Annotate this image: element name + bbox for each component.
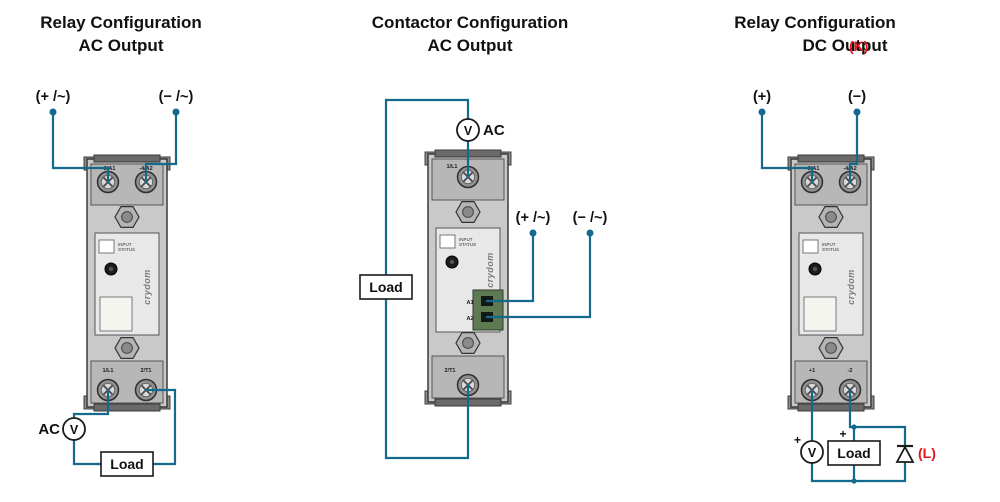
positive-input-label: (+) bbox=[753, 89, 771, 105]
wire-terminal-dot bbox=[853, 108, 861, 116]
wire-terminal-dot bbox=[758, 108, 766, 116]
negative-input-label: (−) bbox=[848, 89, 866, 105]
wire-terminal-dot bbox=[172, 108, 180, 116]
diagram-title-line2: AC Output bbox=[428, 36, 513, 55]
load-label: Load bbox=[837, 445, 870, 461]
voltage-source-circle bbox=[800, 440, 824, 464]
ac-source-label: AC bbox=[483, 122, 505, 139]
diagram-title-line1: Contactor Configuration bbox=[372, 13, 568, 32]
terminal-label-2t1: 2/T1 bbox=[444, 368, 455, 374]
freewheeling-diode-icon bbox=[895, 445, 915, 463]
control-input-wires bbox=[485, 231, 592, 319]
terminal-label-plus1: +1 bbox=[809, 368, 815, 374]
wire-junction-dot bbox=[851, 478, 857, 484]
wire-terminal-dot bbox=[586, 229, 594, 237]
voltage-source-letter: V bbox=[464, 124, 473, 138]
diagram-title-line1: Relay Configuration bbox=[40, 13, 202, 32]
positive-input-label: (+ /~) bbox=[516, 210, 551, 226]
connector-label-a1: A1 bbox=[466, 300, 473, 306]
positive-input-label: (+ /~) bbox=[36, 89, 71, 105]
load-box bbox=[100, 451, 154, 477]
voltage-source-circle bbox=[62, 417, 86, 441]
wire-terminal-dot bbox=[49, 108, 57, 116]
load-label: Load bbox=[110, 456, 143, 472]
load-loop-wires bbox=[384, 98, 470, 460]
voltage-source-letter: V bbox=[808, 446, 817, 460]
load-box bbox=[359, 274, 413, 300]
diode-note: (L) bbox=[918, 445, 936, 461]
terminal-label-minus2: -2 bbox=[848, 368, 853, 374]
load-circuit-wires bbox=[72, 388, 177, 466]
voltage-source-letter: V bbox=[70, 423, 79, 437]
diagram-title-line1: Relay Configuration bbox=[734, 13, 896, 32]
terminal-label-2t1: 2/T1 bbox=[140, 368, 151, 374]
ac-source-label: AC bbox=[38, 421, 60, 438]
voltage-source-circle bbox=[456, 118, 480, 142]
wire-terminal-dot bbox=[529, 229, 537, 237]
negative-input-label: (− /~) bbox=[573, 210, 608, 226]
load-label: Load bbox=[369, 279, 402, 295]
diagram-title-line2: AC Output bbox=[79, 36, 164, 55]
contactor-module-graphic bbox=[425, 150, 511, 406]
control-input-wires bbox=[51, 110, 178, 184]
relay-module-graphic bbox=[84, 155, 170, 411]
diagram-contactor-ac-output: Contactor Configuration AC Output 1/L1 2… bbox=[359, 13, 608, 460]
load-circuit-wires bbox=[810, 388, 907, 483]
diagram-relay-dc-output: Relay Configuration DC Output (K) +3/A1 … bbox=[734, 13, 936, 484]
negative-input-label: (− /~) bbox=[159, 89, 194, 105]
wire-junction-dot bbox=[851, 424, 857, 430]
load-box bbox=[827, 440, 881, 466]
diagram-relay-ac-output: Relay Configuration AC Output +3/A1 -4/A… bbox=[36, 13, 202, 477]
terminal-label-1l1: 1/L1 bbox=[446, 164, 457, 170]
connector-label-a2: A2 bbox=[466, 316, 473, 322]
dc-output-note: (K) bbox=[849, 38, 868, 54]
terminal-label-1l1: 1/L1 bbox=[102, 368, 113, 374]
diagram-title-line2: DC Output bbox=[803, 36, 888, 55]
plus-sign-voltage: + bbox=[794, 433, 801, 447]
relay-module-graphic bbox=[788, 155, 874, 411]
plus-sign-load: + bbox=[839, 427, 846, 441]
control-input-wires bbox=[760, 110, 859, 184]
